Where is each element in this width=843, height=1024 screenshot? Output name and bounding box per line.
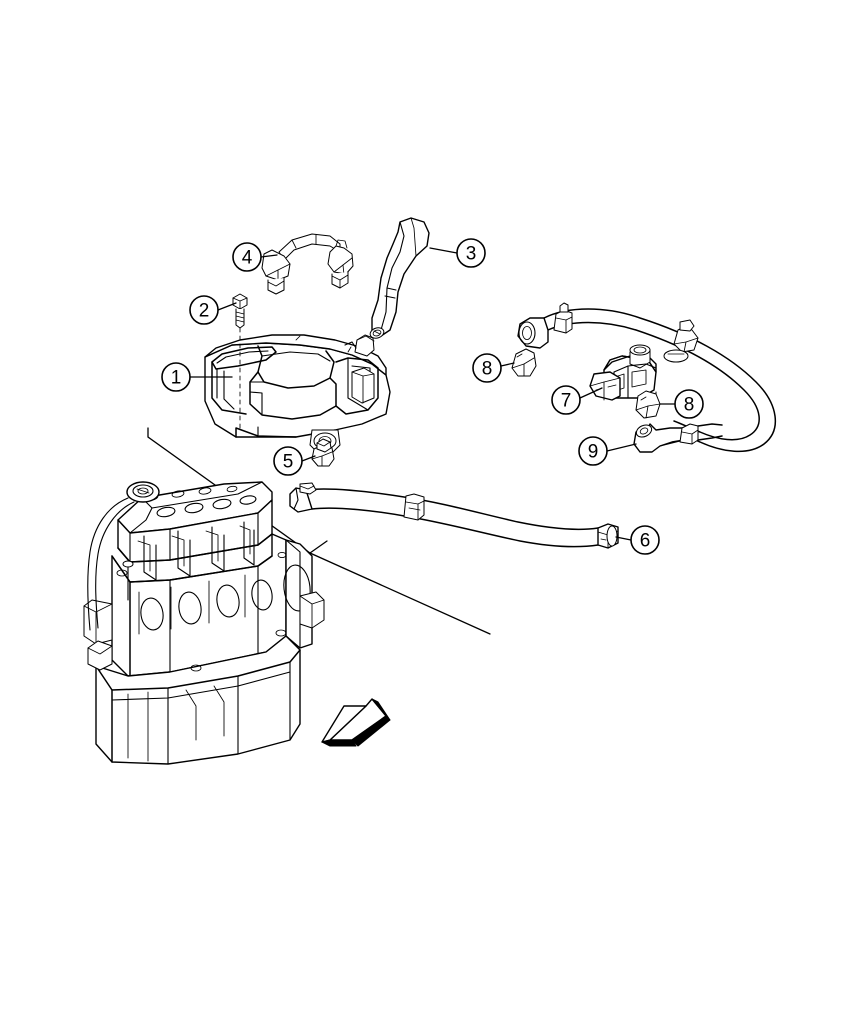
callout-9-label: 9 (588, 442, 599, 463)
elbow-vent-hose (369, 217, 430, 339)
callout-1[interactable]: 1 (161, 362, 233, 392)
callout-9[interactable]: 9 (578, 436, 637, 466)
callout-5-label: 5 (283, 452, 294, 473)
hose-clip-upper (511, 348, 537, 377)
callout-balloons: 1 2 3 4 5 6 7 (161, 238, 704, 555)
callout-8-upper-label: 8 (482, 359, 493, 380)
front-of-vehicle-arrow (321, 698, 391, 747)
callout-6-label: 6 (640, 531, 651, 552)
callout-4-label: 4 (242, 248, 253, 269)
callout-1-label: 1 (171, 368, 182, 389)
callout-7-label: 7 (561, 391, 572, 412)
callout-6[interactable]: 6 (615, 525, 660, 555)
callout-8-lower[interactable]: 8 (659, 389, 704, 419)
angled-purge-hose (633, 423, 723, 453)
callout-3-label: 3 (466, 244, 477, 265)
callout-2-label: 2 (199, 301, 210, 322)
purge-hose-loop (517, 302, 777, 453)
vapor-canister (204, 334, 391, 454)
long-purge-hose (289, 482, 619, 549)
callout-5[interactable]: 5 (273, 446, 316, 476)
canister-mounting-bolt (232, 293, 248, 429)
canister-grommet (311, 438, 335, 467)
engine-block-assembly (83, 481, 325, 765)
purge-connector-hose (261, 233, 354, 295)
callout-8-lower-label: 8 (684, 395, 695, 416)
callout-7[interactable]: 7 (551, 385, 603, 415)
callout-2[interactable]: 2 (189, 295, 237, 325)
callout-8-upper[interactable]: 8 (472, 353, 515, 383)
callout-4[interactable]: 4 (232, 242, 278, 272)
hose-clip-lower (635, 390, 661, 419)
callout-3[interactable]: 3 (429, 238, 486, 268)
